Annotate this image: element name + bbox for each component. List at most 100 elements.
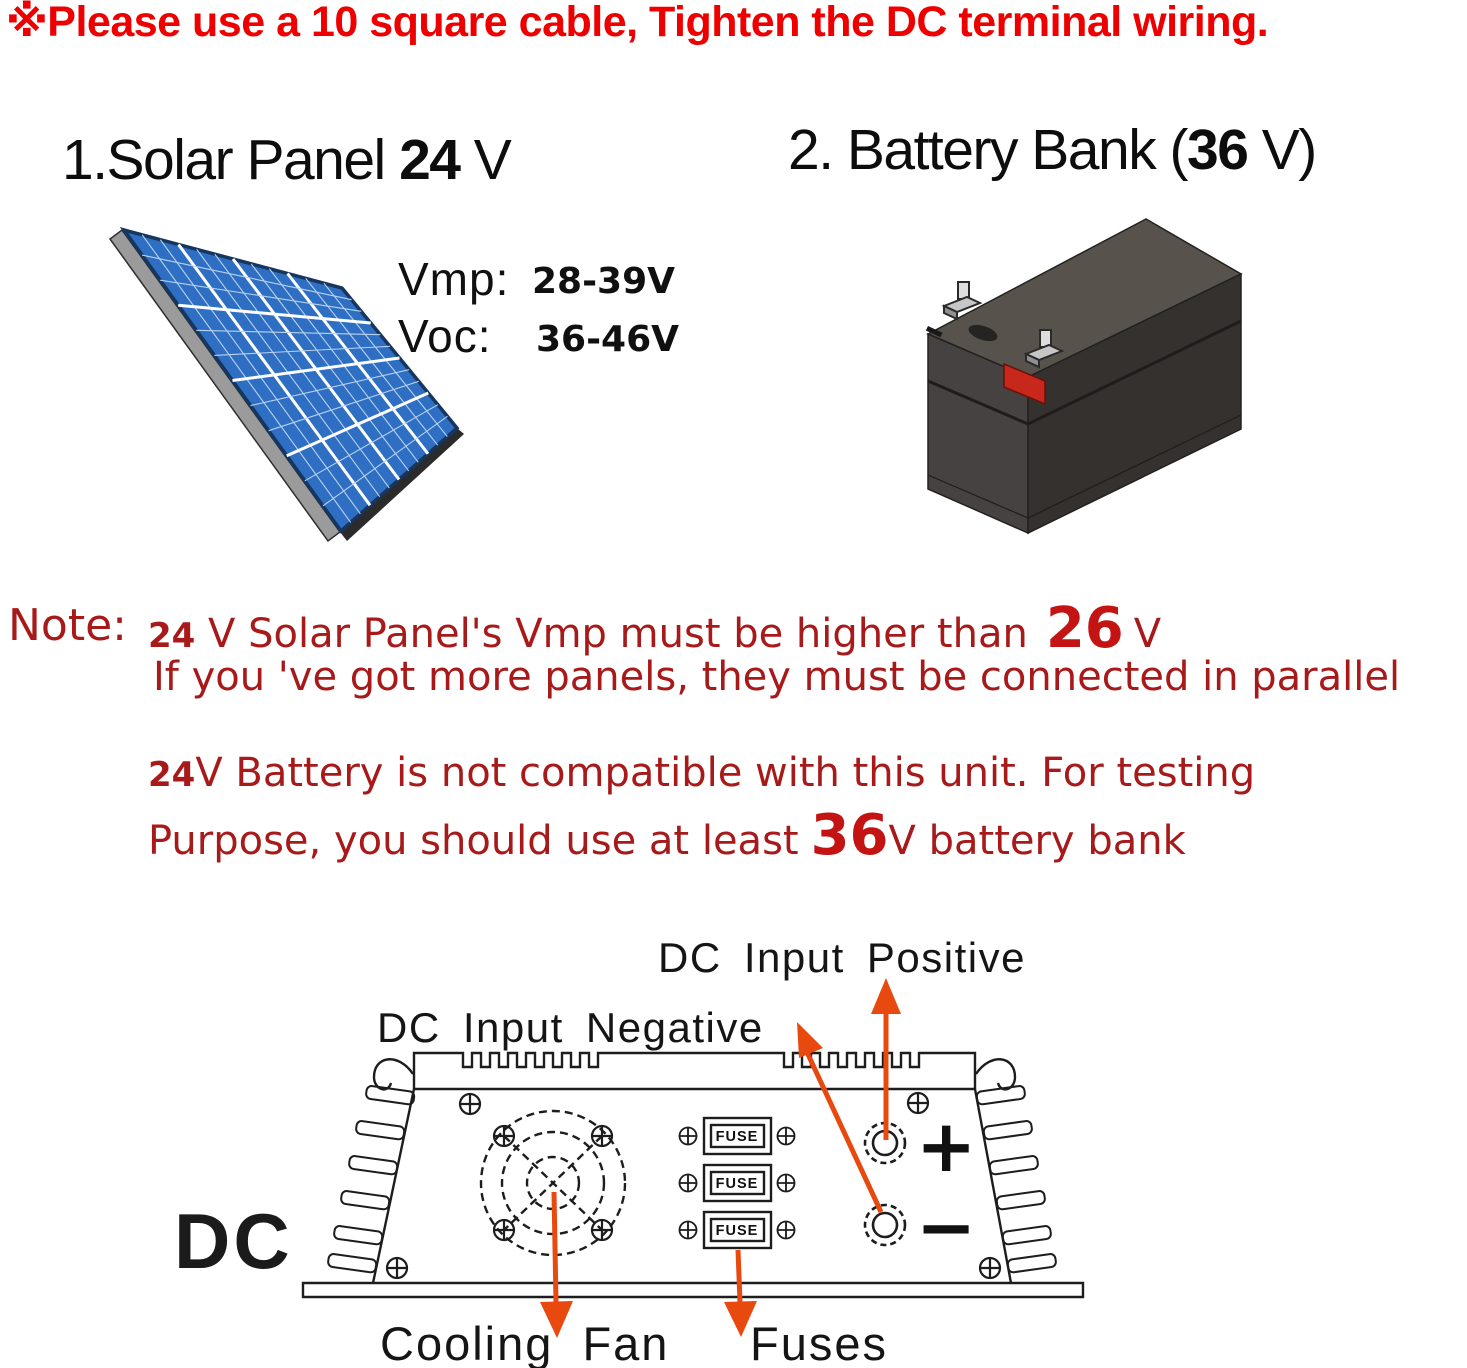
pv-bottom-edge (340, 428, 464, 541)
solar-voltage: 24 (399, 128, 461, 192)
pv-grid-line (214, 345, 390, 356)
right-slant-edge (973, 1088, 1013, 1284)
pv-grid-line (250, 369, 410, 407)
pv-grid-line (232, 356, 400, 382)
voc-label: Voc: (398, 310, 492, 362)
note-line-4-unit: V battery bank (888, 818, 1186, 864)
pv-grid-line (160, 279, 362, 312)
fuse-box (702, 1116, 773, 1156)
note-line-2: If you 've got more panels, they must be… (153, 654, 1401, 700)
battery-mark (925, 326, 943, 338)
solar-heading-unit: V (459, 128, 512, 192)
pv-grid-line (196, 329, 381, 336)
dc-terminals (863, 1121, 907, 1247)
minus-sign: − (916, 1185, 976, 1269)
battery-illustration (925, 218, 1243, 535)
fuse-screw (776, 1173, 796, 1193)
cooling-fan (479, 1109, 627, 1257)
note-label: Note: (8, 600, 127, 651)
fuse-screw (678, 1220, 698, 1240)
negative-arrowhead (797, 1022, 823, 1058)
solar-panel-heading: 1.Solar Panel 24 V (62, 132, 512, 189)
dc-input-negative-label: DC Input Negative (377, 1004, 764, 1051)
corner-screw (385, 1256, 409, 1280)
left-corner-hook (372, 1058, 414, 1091)
note-line-1-unit: V (1133, 611, 1162, 657)
plus-sign: + (916, 1104, 976, 1188)
vmp-label: Vmp: (398, 253, 510, 305)
fuse-screw (776, 1126, 796, 1146)
fuses-label: Fuses (750, 1317, 888, 1368)
mounting-flange (301, 1281, 1085, 1299)
pv-grid-line (268, 380, 419, 432)
fan-screw (590, 1124, 614, 1148)
battery-vent (968, 324, 998, 342)
dc-input-positive-label: DC Input Positive (658, 934, 1026, 981)
note-24v: 24 (148, 616, 196, 656)
negative-terminal (863, 1203, 907, 1247)
fan-screw (590, 1218, 614, 1242)
note-36v: 36 (810, 803, 889, 868)
fan-blade-arc (503, 1135, 603, 1231)
fuse-text: FUSE (716, 1223, 759, 1239)
fuse-text: FUSE (716, 1176, 759, 1192)
note-line-3-text: V Battery is not compatible with this un… (195, 750, 1256, 796)
fuse-box (702, 1163, 773, 1203)
corner-screw (978, 1256, 1002, 1280)
pv-cell-grid (141, 234, 448, 523)
battery-terminal-2 (1023, 329, 1065, 369)
fuse-labels: FUSE FUSE FUSE (716, 1129, 759, 1239)
note-line-1: 24 V Solar Panel's Vmp must be higher th… (148, 601, 1161, 657)
battery-side-face (1027, 272, 1242, 535)
inverter-chassis (301, 1051, 1085, 1299)
fuses-arrow-line (735, 1249, 743, 1303)
panel-screws (385, 1091, 1002, 1280)
fan-screw (492, 1124, 516, 1148)
inverter-dc-diagram: FUSE FUSE FUSE + − DC Input Positive DC … (174, 934, 1085, 1368)
battery-heading-text: 2. Battery Bank ( (788, 118, 1189, 182)
note-line-3: 24V Battery is not compatible with this … (148, 753, 1255, 793)
fuse-text: FUSE (716, 1129, 759, 1145)
note-26v: 26 (1045, 596, 1124, 661)
note-line-1-text: V Solar Panel's Vmp must be higher than (195, 611, 1028, 657)
dc-side-label: DC (174, 1197, 293, 1285)
battery-bank-heading: 2. Battery Bank (36 V) (788, 122, 1317, 179)
top-heatsink-cap (412, 1051, 977, 1089)
fan-arrow-line (551, 1191, 559, 1303)
fuse-bank (678, 1116, 796, 1250)
fuse-screw (776, 1220, 796, 1240)
fuses-arrowhead (724, 1301, 757, 1337)
pv-grid-line (286, 391, 429, 458)
battery-heading-unit: V) (1247, 118, 1318, 182)
battery-voltage: 36 (1187, 118, 1249, 182)
pv-grid-line (304, 404, 439, 482)
corner-screw (458, 1092, 482, 1116)
warning-text: ※Please use a 10 square cable, Tighten t… (6, 0, 1269, 46)
fan-arrowhead (540, 1301, 573, 1338)
fuse-screw (678, 1126, 698, 1146)
fuse-box-inner (709, 1217, 766, 1243)
positive-arrowhead (871, 978, 901, 1014)
battery-terminal-1 (941, 281, 983, 321)
battery-lower-seam (927, 414, 1242, 519)
negative-arrow-line (803, 1048, 884, 1214)
fuse-box-inner (709, 1123, 766, 1149)
right-corner-hook (975, 1058, 1017, 1091)
pv-grid-line (141, 254, 352, 301)
fuse-box-inner (709, 1170, 766, 1196)
negative-terminal-inner (871, 1211, 899, 1239)
fuse-box (702, 1210, 773, 1250)
warning-banner: ※Please use a 10 square cable, Tighten t… (6, 0, 1269, 46)
solar-heading-text: 1.Solar Panel (62, 128, 400, 192)
pv-grid-line (178, 303, 371, 325)
left-slant-edge (371, 1088, 416, 1284)
callout-arrows (540, 978, 901, 1338)
fan-screw (492, 1218, 516, 1242)
heatsink-fins (327, 1085, 1057, 1274)
pv-grid-line (322, 415, 448, 507)
note-line-4-text: Purpose, you should use at least (148, 818, 799, 864)
vmp-value: 28-39V (532, 261, 675, 302)
battery-lid-seam (927, 319, 1242, 426)
